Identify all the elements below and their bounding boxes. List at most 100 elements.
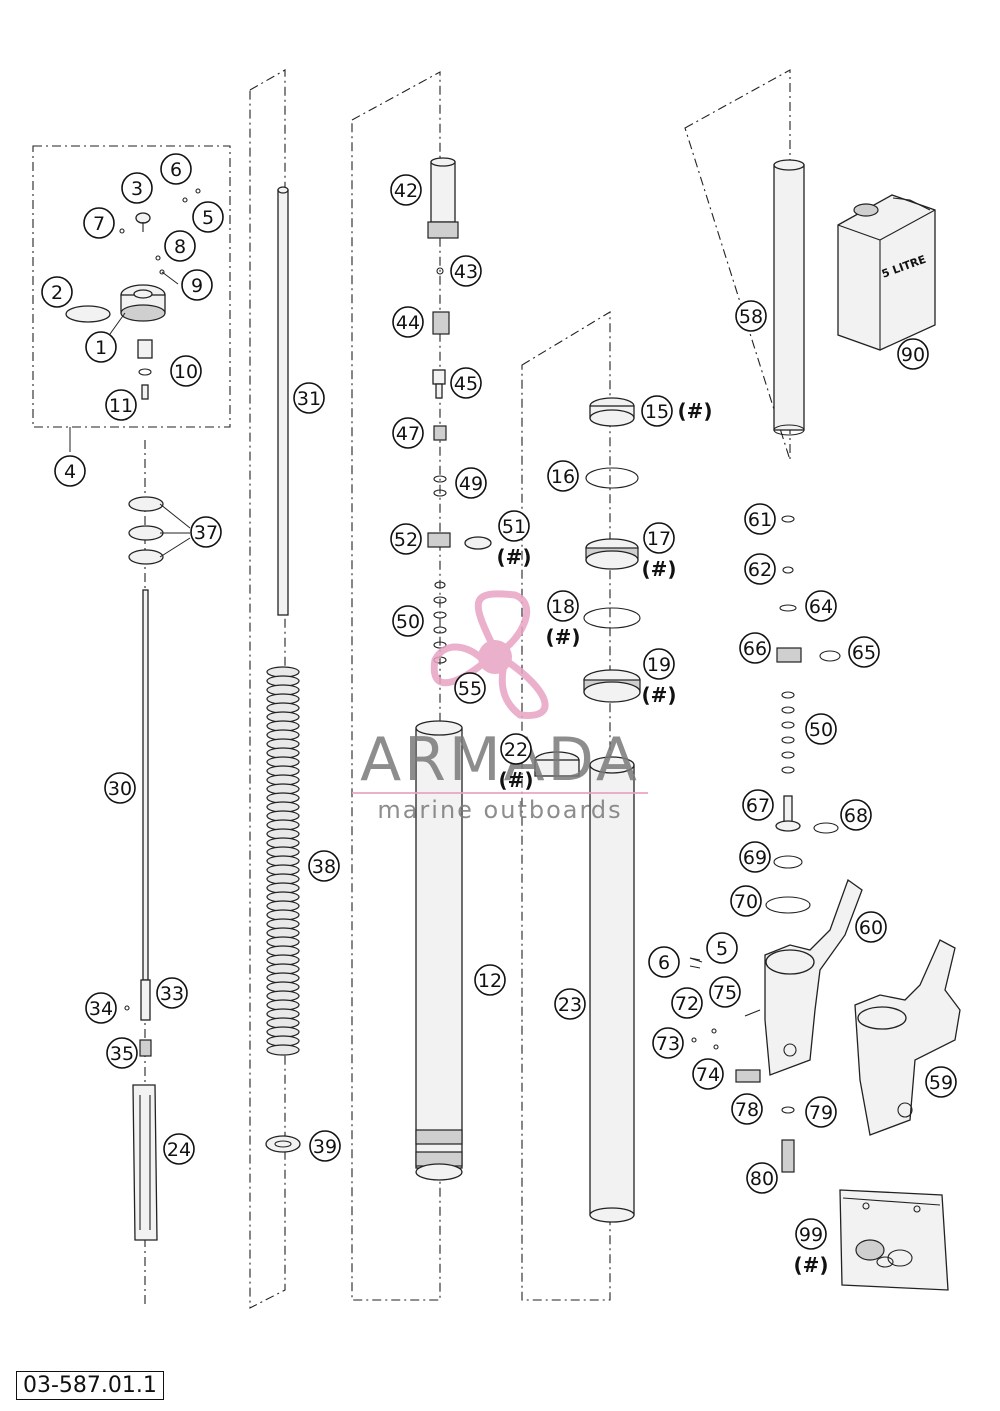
callout-circle: [897, 338, 929, 370]
callout-51: 51 (#): [496, 510, 532, 569]
callout-circle: [547, 590, 579, 622]
callout-79: 79: [805, 1096, 837, 1128]
spring-coil: [266, 1044, 300, 1056]
callout-circle: [392, 306, 424, 338]
callout-number: 64: [809, 596, 833, 618]
part-callouts: 12345678910111215(#)1617(#)18(#)19(#)22(…: [41, 153, 957, 1277]
callout-number: 99: [799, 1224, 823, 1246]
callout-circle: [164, 230, 196, 262]
axle-and-pump-parts: 5 LITRE: [689, 159, 961, 1291]
callout-number: 22: [504, 739, 528, 761]
hash-marker: (#): [496, 545, 531, 569]
callout-circle: [671, 987, 703, 1019]
callout-number: 72: [675, 993, 699, 1015]
callout-number: 15: [645, 401, 669, 423]
watermark-tagline: marine outboards: [377, 796, 622, 824]
callout-number: 67: [746, 795, 770, 817]
callout-circle: [805, 590, 837, 622]
callout-circle: [190, 516, 222, 548]
callout-24: 24: [163, 1133, 195, 1165]
callout-number: 44: [396, 312, 420, 334]
callout-50: 50: [805, 713, 837, 745]
spring-and-tube-parts: [265, 186, 301, 1153]
callout-number: 45: [454, 373, 478, 395]
callout-number: 37: [194, 522, 218, 544]
callout-16: 16: [547, 460, 579, 492]
callout-circle: [104, 772, 136, 804]
callout-12: 12: [474, 964, 506, 996]
callout-3: 3: [121, 172, 153, 204]
callout-61: 61: [744, 503, 776, 535]
callout-60: 60: [855, 911, 887, 943]
callout-circle: [181, 269, 213, 301]
callout-33: 33: [156, 977, 188, 1009]
callout-number: 3: [131, 178, 143, 200]
callout-circle: [730, 885, 762, 917]
callout-circle: [163, 1133, 195, 1165]
hash-marker: (#): [545, 625, 580, 649]
callout-number: 10: [174, 361, 198, 383]
callout-circle: [643, 648, 675, 680]
callout-number: 35: [110, 1043, 134, 1065]
callout-number: 75: [713, 982, 737, 1004]
callout-circle: [450, 255, 482, 287]
callout-number: 51: [502, 516, 526, 538]
callout-number: 7: [93, 213, 105, 235]
callout-circle: [390, 174, 422, 206]
callout-number: 62: [748, 559, 772, 581]
callout-circle: [474, 964, 506, 996]
callout-18: 18 (#): [545, 590, 581, 649]
callout-number: 34: [89, 998, 113, 1020]
callout-number: 50: [809, 719, 833, 741]
callout-circle: [192, 201, 224, 233]
callout-15: 15(#): [641, 395, 713, 427]
callout-circle: [390, 523, 422, 555]
callout-number: 18: [551, 596, 575, 618]
callout-number: 79: [809, 1102, 833, 1124]
callout-64: 64: [805, 590, 837, 622]
callout-circle: [85, 992, 117, 1024]
callout-90: 90: [897, 338, 929, 370]
callout-circle: [739, 841, 771, 873]
callout-67: 67: [742, 789, 774, 821]
callout-circle: [392, 417, 424, 449]
callout-number: 8: [174, 236, 186, 258]
callout-4: 4: [54, 455, 86, 487]
watermark-brand: ARMADA: [360, 725, 640, 795]
callout-52: 52: [390, 523, 422, 555]
callout-5: 5: [706, 932, 738, 964]
callout-1: 1: [85, 331, 117, 363]
callout-number: 43: [454, 261, 478, 283]
callout-circle: [739, 632, 771, 664]
callout-number: 60: [859, 917, 883, 939]
callout-44: 44: [392, 306, 424, 338]
callout-circle: [840, 799, 872, 831]
callout-circle: [848, 636, 880, 668]
callout-number: 70: [734, 891, 758, 913]
callout-17: 17(#): [641, 522, 677, 581]
callout-73: 73: [652, 1027, 684, 1059]
callout-circle: [85, 331, 117, 363]
callout-number: 2: [51, 282, 63, 304]
callout-59: 59: [925, 1066, 957, 1098]
callout-30: 30: [104, 772, 136, 804]
callout-circle: [855, 911, 887, 943]
callout-circle: [706, 932, 738, 964]
callout-circle: [643, 522, 675, 554]
callout-number: 68: [844, 805, 868, 827]
callout-39: 39: [309, 1130, 341, 1162]
callout-45: 45: [450, 367, 482, 399]
callout-66: 66: [739, 632, 771, 664]
callout-80: 80: [746, 1162, 778, 1194]
callout-99: 99(#): [793, 1218, 829, 1277]
callout-circle: [454, 672, 486, 704]
callout-70: 70: [730, 885, 762, 917]
callout-number: 61: [748, 509, 772, 531]
callout-circle: [54, 455, 86, 487]
callout-number: 6: [170, 159, 182, 181]
callout-circle: [170, 355, 202, 387]
callout-65: 65: [848, 636, 880, 668]
callout-number: 39: [313, 1136, 337, 1158]
coil-spring: [266, 666, 300, 1056]
